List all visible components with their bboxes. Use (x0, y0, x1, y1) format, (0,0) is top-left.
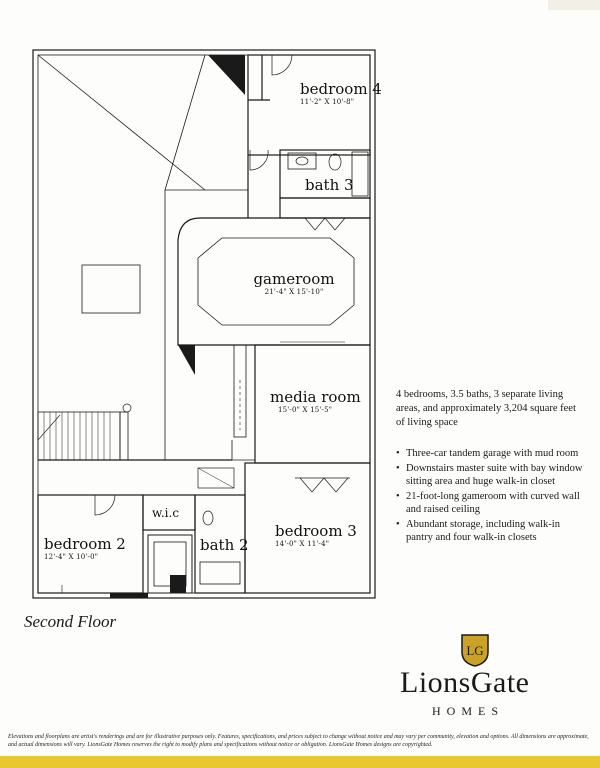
closet-hatch (197, 467, 235, 489)
bedroom3-walls (244, 462, 371, 594)
room-dimensions: 12'-4" X 10'-0" (44, 553, 99, 561)
summary-text: 4 bedrooms, 3.5 baths, 3 separate living… (396, 389, 576, 428)
sink-basin (295, 156, 309, 166)
crest-monogram: LG (466, 643, 483, 658)
room-label-bedroom3: bedroom 3 14'-0" X 11'-4" (275, 522, 357, 548)
feature-item: Three-car tandem garage with mud room (396, 447, 586, 461)
stair-treads (43, 412, 111, 460)
hall-wall (231, 440, 255, 461)
room-label-bath2: bath 2 (200, 536, 249, 554)
room-name: bedroom 4 (300, 80, 382, 98)
newel-post (122, 403, 132, 413)
room-name: bath 3 (305, 176, 354, 194)
room-label-bedroom2: bedroom 2 12'-4" X 10'-0" (44, 535, 126, 561)
door-swing (249, 149, 269, 171)
chase-fill (178, 345, 195, 375)
disclaimer-text: Elevations and floorplans are artist's r… (8, 734, 589, 748)
room-name: media room (270, 388, 361, 406)
lion-crest-icon: LG (461, 634, 489, 667)
feature-item: Abundant storage, including walk-in pant… (396, 518, 586, 545)
bedroom4-walls (247, 54, 371, 156)
room-name: bedroom 3 (275, 522, 357, 540)
brand-name: LionsGate (400, 666, 530, 699)
hall-closet (197, 467, 235, 489)
room-label-wic: w.i.c (152, 506, 179, 520)
sink (287, 152, 317, 170)
tub (351, 151, 369, 197)
ceiling-outline (197, 237, 355, 326)
tub (199, 561, 241, 585)
room-label-bath3: bath 3 (305, 176, 354, 194)
attic-vent (81, 264, 141, 314)
bifold-doors (299, 477, 349, 493)
room-name: w.i.c (152, 506, 180, 520)
bedroom2-walls (37, 494, 144, 594)
floor-label: Second Floor (24, 612, 117, 631)
room-name: bedroom 2 (44, 535, 126, 553)
roof-line (37, 414, 61, 441)
step-fill (110, 593, 148, 598)
plan-outer-wall (32, 49, 376, 599)
toilet (202, 510, 214, 526)
stair-block (37, 411, 129, 461)
room-dimensions: 15'-0" X 15'-5" (278, 406, 333, 414)
room-label-gameroom: gameroom 21'-4" X 15'-10" (244, 270, 344, 296)
chase-fill (208, 55, 245, 95)
feature-list: Three-car tandem garage with mud room Do… (396, 447, 586, 546)
roof-line (37, 54, 206, 191)
brand-subtitle: HOMES (432, 704, 505, 718)
room-label-bedroom4: bedroom 4 11'-2" X 10'-8" (300, 80, 382, 106)
door-swing (94, 494, 116, 516)
room-dimensions: 21'-4" X 15'-10" (264, 288, 324, 296)
room-dimensions: 14'-0" X 11'-4" (275, 540, 330, 548)
toilet (328, 153, 342, 171)
plan-inner-wall (37, 54, 371, 594)
room-name: gameroom (253, 270, 335, 288)
bifold-doors (304, 217, 346, 231)
feature-item: Downstairs master suite with bay window … (396, 462, 586, 489)
chase-fill (170, 575, 186, 593)
linen-closet (279, 197, 371, 219)
room-name: bath 2 (200, 536, 249, 554)
room-dimensions: 11'-2" X 10'-8" (300, 98, 355, 106)
roof-line (164, 54, 206, 191)
feature-item: 21-foot-long gameroom with curved wall a… (396, 490, 586, 517)
media-closet (233, 344, 247, 438)
scan-corner (548, 0, 600, 10)
bottom-color-bar (0, 756, 600, 768)
room-label-media: media room 15'-0" X 15'-5" (270, 388, 361, 414)
door-swing (271, 54, 293, 76)
floor-plan (32, 49, 376, 599)
